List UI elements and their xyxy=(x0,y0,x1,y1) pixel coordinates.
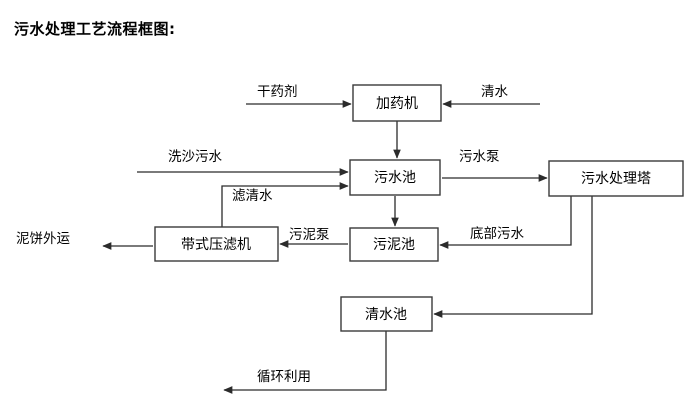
node-sewage-pool-box xyxy=(349,159,441,196)
node-sludge-pool-box xyxy=(349,227,439,262)
label-dry-agent: 干药剂 xyxy=(257,84,298,100)
label-sewage-pump: 污水泵 xyxy=(459,149,500,165)
node-sludge-pool-label: 污泥池 xyxy=(373,237,415,253)
node-belt-filter-press[interactable]: 带式压滤机 xyxy=(154,226,279,262)
node-sludge-pool[interactable]: 污泥池 xyxy=(349,227,439,262)
node-sewage-pool-label: 污水池 xyxy=(374,170,416,186)
node-belt-filter-press-box xyxy=(154,226,279,262)
page-title: 污水处理工艺流程框图: xyxy=(14,20,176,38)
node-clear-water-pool-box xyxy=(340,296,433,332)
edge-filtrate-to-sewage xyxy=(221,182,349,227)
edge-clearwater-to-recycle xyxy=(223,331,387,394)
label-sand-wash-sewage: 洗沙污水 xyxy=(168,149,222,165)
node-belt-filter-press-label: 带式压滤机 xyxy=(181,237,251,253)
node-dosing-machine[interactable]: 加药机 xyxy=(352,84,442,122)
edge-tower-to-clearwater xyxy=(433,196,593,318)
node-sewage-pool[interactable]: 污水池 xyxy=(349,159,441,196)
node-dosing-machine-label: 加药机 xyxy=(376,96,418,112)
label-recycle-use: 循环利用 xyxy=(257,369,311,385)
edge-bottom-sewage-to-sludge xyxy=(439,196,572,249)
label-bottom-sewage: 底部污水 xyxy=(470,226,524,242)
node-treatment-tower[interactable]: 污水处理塔 xyxy=(548,160,684,197)
label-filtrate-water: 滤清水 xyxy=(232,188,273,204)
label-mud-cake-export: 泥饼外运 xyxy=(16,231,70,247)
node-treatment-tower-box xyxy=(548,160,684,197)
node-clear-water-pool-label: 清水池 xyxy=(365,307,407,323)
node-clear-water-pool[interactable]: 清水池 xyxy=(340,296,433,332)
label-sludge-pump: 污泥泵 xyxy=(289,227,330,243)
node-dosing-machine-box xyxy=(352,84,442,122)
label-clean-water: 清水 xyxy=(481,84,508,100)
node-treatment-tower-label: 污水处理塔 xyxy=(581,171,651,187)
